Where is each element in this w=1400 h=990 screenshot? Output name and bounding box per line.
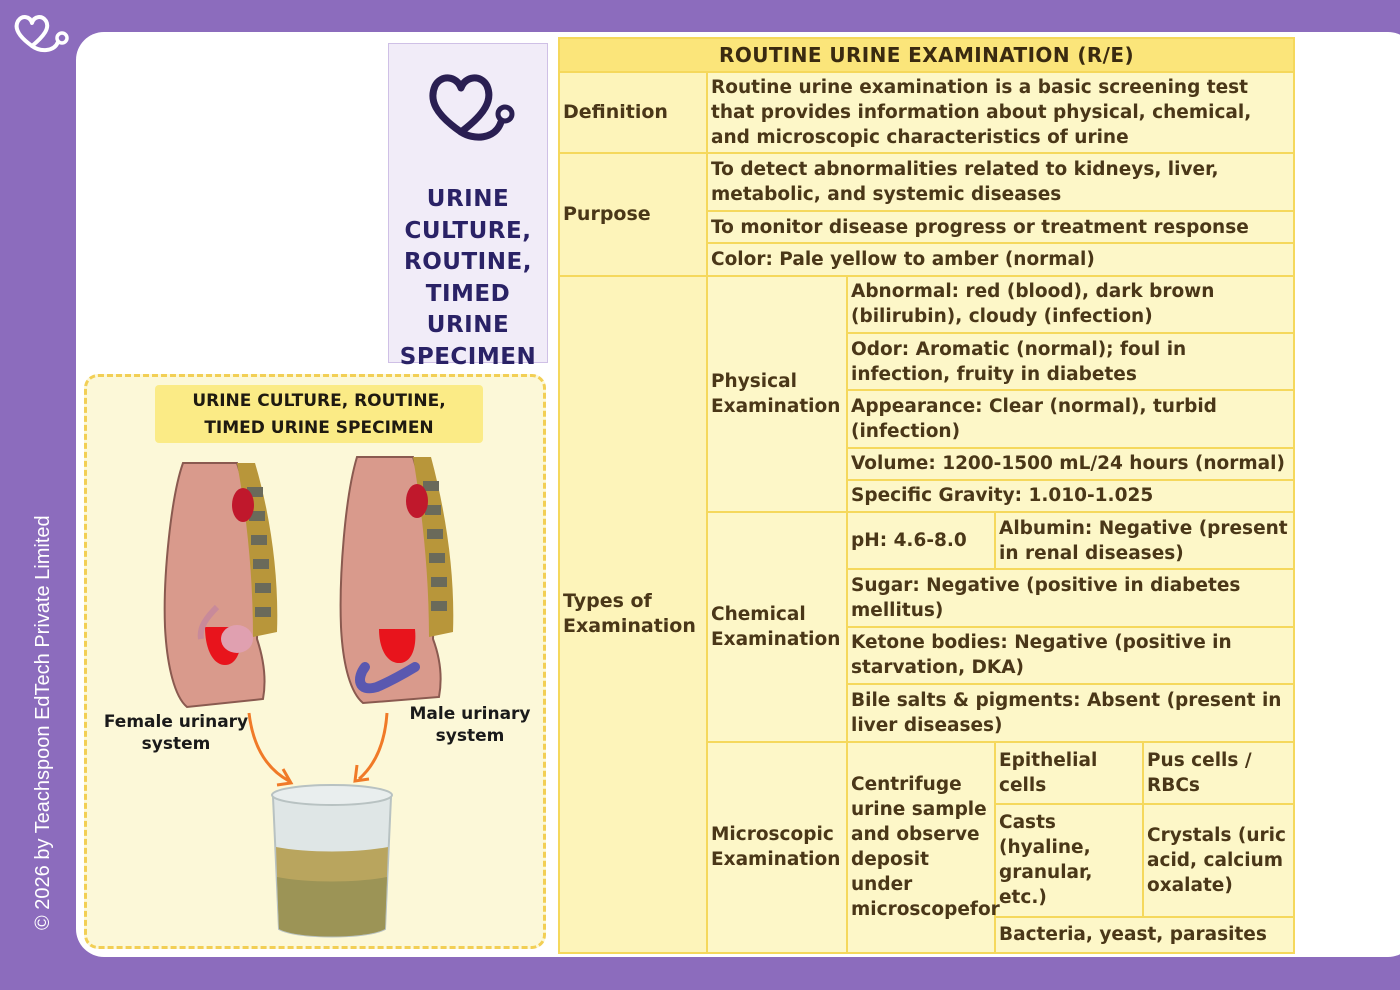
physical-item: Specific Gravity: 1.010-1.025 (845, 478, 1296, 514)
chemical-item: Sugar: Negative (positive in diabetes me… (845, 568, 1296, 628)
ph-value: pH: 4.6-8.0 (846, 511, 996, 571)
physical-item: Odor: Aromatic (normal); foul in infecti… (845, 331, 1296, 392)
label-line: Female urinary (103, 712, 249, 732)
purpose-item: To detect abnormalities related to kidne… (705, 151, 1296, 213)
definition-label: Definition (558, 71, 708, 154)
epithelial-cells: Epithelial cells (994, 740, 1144, 805)
male-urinary-system-label: Male urinary system (405, 703, 535, 747)
purpose-label: Purpose (558, 151, 708, 277)
topic-title-line: CULTURE, (404, 217, 532, 244)
specimen-illustration-panel: URINE CULTURE, ROUTINE, TIMED URINE SPEC… (84, 374, 546, 949)
topic-title-line: TIMED (425, 280, 511, 307)
physical-item: Appearance: Clear (normal), turbid (infe… (845, 389, 1296, 449)
arrow-icon (247, 712, 290, 783)
heart-stethoscope-icon (429, 74, 515, 141)
topic-title-line: ROUTINE, (404, 249, 532, 275)
crystals: Crystals (uric acid, calcium oxalate) (1141, 802, 1296, 918)
physical-examination-label: Physical Examination (706, 274, 848, 514)
topic-title-line: URINE (426, 312, 510, 338)
urine-specimen-cup-icon (271, 784, 393, 938)
bacteria-yeast-parasites: Bacteria, yeast, parasites (993, 915, 1296, 955)
topic-title-line: SPECIMEN (399, 343, 537, 370)
female-urinary-system-figure (163, 462, 278, 709)
urinary-system-illustration (163, 456, 454, 938)
albumin-value: Albumin: Negative (present in renal dise… (993, 511, 1296, 571)
physical-item: Volume: 1200-1500 mL/24 hours (normal) (845, 446, 1296, 481)
chemical-examination-label: Chemical Examination (706, 511, 848, 743)
casts: Casts (hyaline, granular, etc.) (994, 802, 1144, 918)
illustration-title-line: URINE CULTURE, ROUTINE, (192, 391, 446, 411)
chemical-item: Bile salts & pigments: Absent (present i… (845, 683, 1296, 743)
topic-title-line: URINE (426, 186, 510, 212)
label-line: system (435, 726, 505, 746)
microscopic-method: Centrifuge urine sample and observe depo… (846, 740, 1000, 955)
definition-text: Routine urine examination is a basic scr… (705, 71, 1296, 154)
routine-urine-exam-table: ROUTINE URINE EXAMINATION (R/E) Definiti… (557, 36, 1296, 955)
types-of-examination-label: Types of Examination (558, 274, 708, 955)
illustration-title: URINE CULTURE, ROUTINE, TIMED URINE SPEC… (155, 385, 483, 443)
microscopic-examination-label: Microscopic Examination (706, 740, 848, 955)
illustration-title-line: TIMED URINE SPECIMEN (204, 418, 434, 438)
arrow-head-icon (353, 764, 370, 783)
arrow-head-icon (276, 768, 294, 787)
purpose-item: Color: Pale yellow to amber (normal) (705, 242, 1296, 277)
male-urinary-system-figure (339, 456, 454, 705)
heart-stethoscope-icon (14, 15, 69, 53)
physical-item: Abnormal: red (blood), dark brown (bilir… (845, 274, 1296, 334)
table-header: ROUTINE URINE EXAMINATION (R/E) (557, 36, 1296, 74)
chemical-item: Ketone bodies: Negative (positive in sta… (845, 625, 1296, 686)
purpose-item: To monitor disease progress or treatment… (705, 210, 1296, 245)
topic-title: URINE CULTURE, ROUTINE, TIMED URINE SPEC… (389, 184, 547, 373)
topic-title-box: URINE CULTURE, ROUTINE, TIMED URINE SPEC… (388, 43, 548, 370)
label-line: system (141, 734, 211, 754)
female-urinary-system-label: Female urinary system (101, 711, 251, 755)
arrow-icon (358, 712, 389, 781)
pus-cells-rbcs: Pus cells / RBCs (1141, 740, 1296, 805)
copyright-text: © 2026 by Teachspoon EdTech Private Limi… (32, 515, 54, 930)
label-line: Male urinary (409, 704, 531, 724)
content-card: URINE CULTURE, ROUTINE, TIMED URINE SPEC… (76, 32, 1400, 957)
